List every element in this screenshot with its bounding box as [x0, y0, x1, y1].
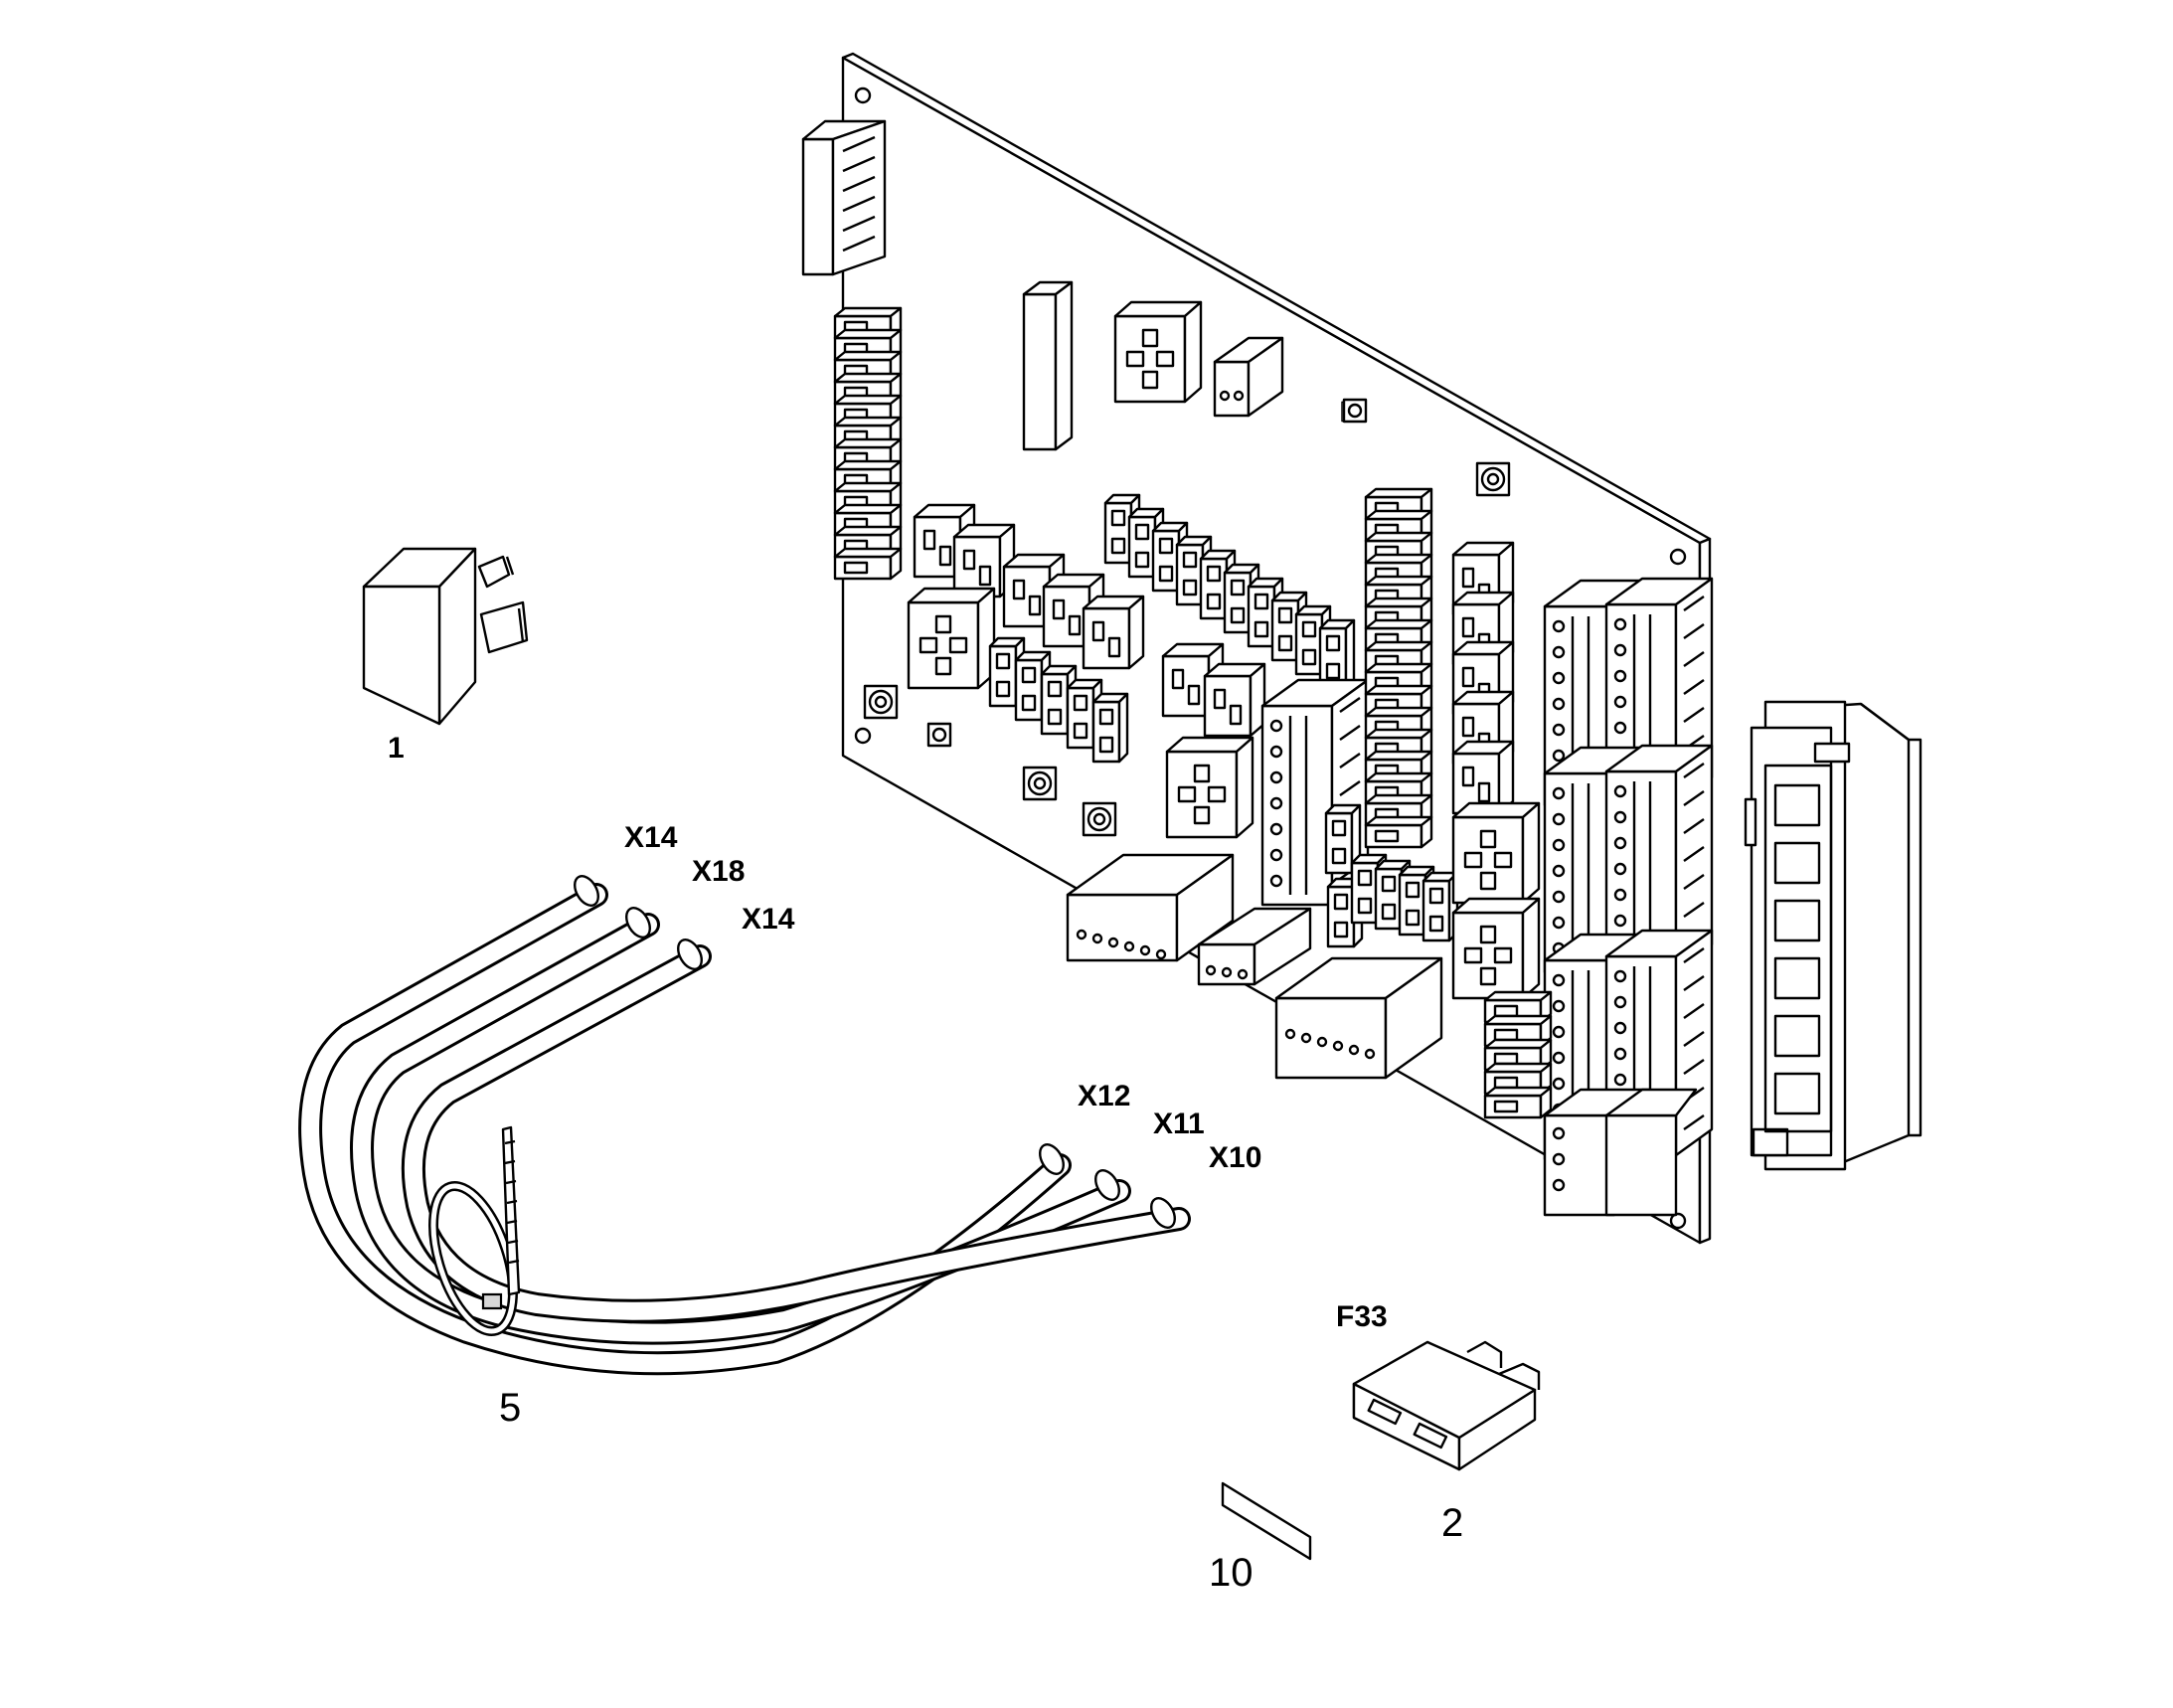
connector-label-top-2: X18	[692, 855, 746, 888]
fuse-reference-label: F33	[1336, 1300, 1388, 1333]
circuit-board	[801, 52, 1714, 1245]
part-number-harness: 5	[499, 1386, 522, 1430]
relay	[362, 547, 529, 726]
connector-label-bottom-2: X11	[1153, 1108, 1205, 1140]
connector-label-top-3: X14	[742, 903, 795, 936]
connector-label-bottom-1: X12	[1078, 1080, 1131, 1112]
cable-harness	[298, 875, 1191, 1376]
fuse	[1352, 1340, 1541, 1471]
connector-label-top-1: X14	[624, 821, 678, 854]
label-strip	[1221, 1481, 1312, 1561]
part-number-label: 10	[1209, 1551, 1254, 1595]
part-number-relay: 1	[388, 732, 405, 765]
side-connector	[1744, 700, 1922, 1171]
part-number-fuse: 2	[1441, 1501, 1464, 1545]
connector-label-bottom-3: X10	[1209, 1141, 1262, 1174]
